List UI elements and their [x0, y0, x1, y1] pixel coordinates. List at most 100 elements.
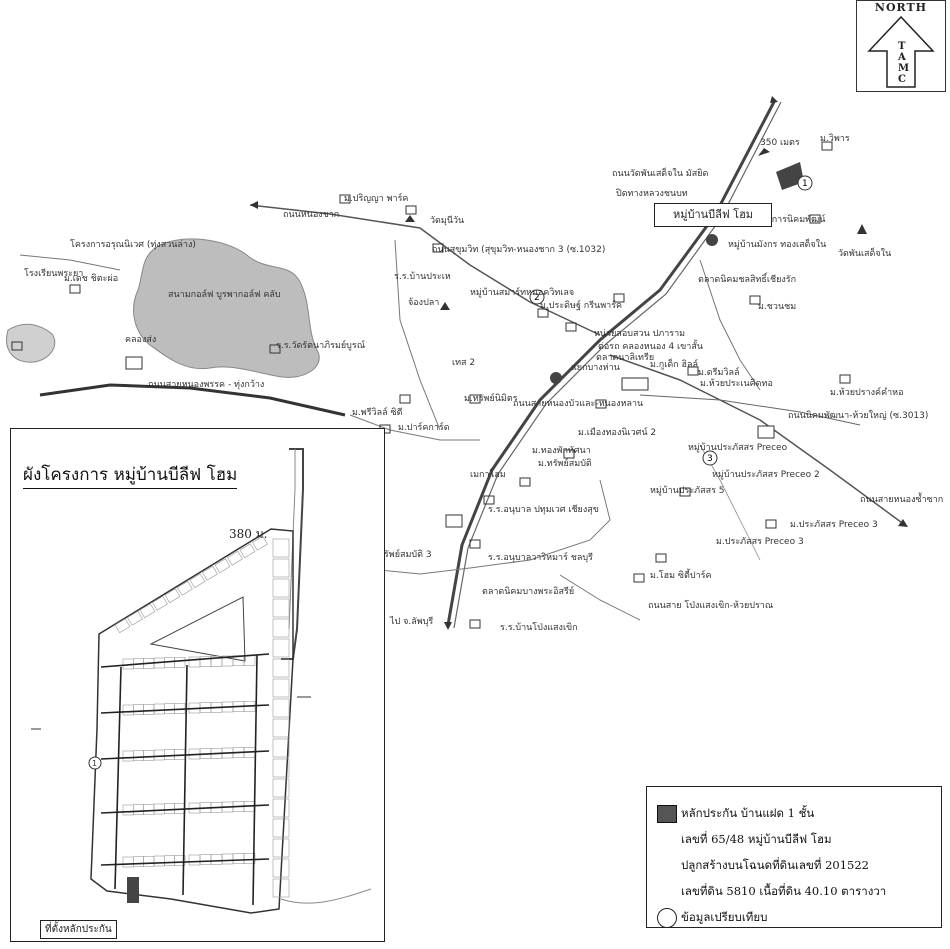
map-label: หมู่บ้านประภัสสร Preceo	[688, 443, 788, 453]
open-space-triangle	[149, 596, 246, 662]
lot	[189, 573, 206, 589]
map-label: หมู่บ้านสมาร์ทหมอควิทเลจ	[470, 288, 575, 298]
direction-arrow-northeast	[758, 148, 770, 156]
route-shield-3	[445, 514, 463, 528]
lot	[272, 558, 290, 578]
lot	[174, 854, 186, 866]
lot	[272, 578, 290, 598]
lot	[272, 838, 290, 858]
map-label: คลองส่ง	[125, 335, 157, 345]
comparison-marker-number: 2	[534, 293, 540, 303]
map-label: ม.วิพาร	[820, 134, 850, 144]
lot	[127, 610, 143, 626]
map-label: ร.ร.อนุบาล ปทุมเวศ เชียงสุข	[488, 505, 599, 515]
lot	[272, 878, 290, 898]
collateral-location-caption: ที่ตั้งหลักประกัน	[40, 920, 117, 939]
map-label: หมู่บ้านประภัสสร Preceo 2	[712, 470, 820, 480]
map-label: ตลาดนิคมบางพระอิสรีย์	[482, 587, 575, 597]
map-label: ม.โฮม ซิตี้ปาร์ค	[650, 571, 712, 581]
route-shield	[125, 356, 143, 370]
map-label: โรงเรียนพระยา	[24, 269, 84, 279]
map-label: ม.ห้วยประเนคิดทอ	[700, 379, 773, 389]
map-label: หมู่บ้านประภัสสร 5	[650, 486, 725, 496]
lot	[139, 603, 156, 619]
road-misc-6	[19, 254, 121, 271]
map-label: ร.ร.บ้านประเห	[394, 272, 451, 282]
lot	[272, 758, 290, 778]
route-shield-2	[757, 425, 775, 439]
lot	[243, 852, 256, 864]
lot	[272, 618, 290, 638]
road-misc-5	[349, 414, 480, 441]
lot	[153, 749, 165, 761]
map-label: ม.พรีวิลล์ ซิตี	[352, 408, 403, 418]
map-label: ถนนนิคมพัฒนา-ห้วยใหญ่ (ซ.3013)	[788, 411, 929, 421]
svg-text:1: 1	[92, 759, 97, 768]
comparison-marker	[702, 450, 718, 466]
subject-plot	[127, 877, 139, 903]
inset-marker-1	[88, 756, 102, 770]
highway-sukhumvit-parallel	[453, 101, 782, 629]
project-boundary	[90, 528, 294, 914]
fuel-station-icon	[706, 234, 718, 246]
lot	[122, 704, 134, 716]
road-nongchak	[249, 204, 601, 336]
lot	[272, 678, 290, 698]
lot	[221, 853, 234, 865]
map-label: ถนนสุขุมวิท (สุขุมวิท-หนองชาก 3 (ซ.1032)	[432, 245, 606, 255]
map-label: สนามกอล์ฟ บูรพากอล์ฟ คลับ	[168, 290, 281, 300]
legend-line-3: ปลูกสร้างบนโฉนดที่ดินเลขที่ 201522	[681, 858, 869, 872]
lot	[272, 818, 290, 838]
lot	[164, 803, 175, 815]
map-label: ร.ร.อนุบาลวาริหมาร์ ชลบุรี	[488, 553, 593, 563]
lot	[210, 853, 223, 865]
map-label: ม.ปาร์คการ์ด	[398, 423, 450, 433]
lot	[143, 749, 155, 761]
lot	[232, 853, 245, 865]
lot	[143, 703, 155, 715]
housing-lots	[114, 535, 290, 898]
lot	[143, 803, 155, 815]
map-label: ถนนสายหนองบัวและ-หนองหลาน	[513, 399, 644, 409]
lot	[243, 655, 256, 666]
subject-property-block	[776, 162, 804, 190]
direction-arrow-north	[770, 96, 778, 103]
tamc-letter-a: A	[898, 52, 906, 63]
map-label: ต่อรถ คลองหนอง 4 เขาสั้น	[598, 342, 703, 352]
map-label: วัดมุนีวัน	[430, 216, 465, 226]
lot	[114, 618, 131, 634]
lot	[188, 656, 201, 668]
map-label: ปิดทางหลวงชนบท	[616, 189, 688, 199]
lot	[164, 855, 175, 867]
road-misc-2	[379, 479, 611, 575]
road-east	[639, 394, 861, 426]
road-misc-1	[394, 239, 441, 431]
lot	[164, 588, 181, 604]
lot	[177, 580, 193, 596]
map-label: ม.ทรัพย์นิมิตร	[464, 394, 518, 404]
lot	[252, 535, 268, 551]
map-label: ม.ทรัพย์สมบัติ	[538, 459, 592, 469]
north-arrow-icon	[867, 15, 935, 88]
lot	[133, 804, 144, 816]
map-label: เมกาโฮม	[470, 470, 506, 480]
lot	[272, 798, 290, 818]
pond-west	[6, 323, 56, 363]
map-label: โครงการอรุณนิเวศ (ทุ่งสวนล่าง)	[70, 240, 196, 250]
lot	[164, 703, 175, 715]
comparison-markers: 123	[529, 175, 813, 466]
temple-icons	[405, 215, 867, 310]
road-misc-3	[559, 574, 641, 621]
lot	[133, 750, 144, 762]
direction-arrow-southeast	[898, 519, 908, 527]
north-arrow: NORTH T A M C	[856, 0, 946, 92]
lot	[227, 550, 243, 566]
side-curve	[280, 888, 372, 904]
map-label: หมู่บ้านมังกร ทองเสด็จใน	[728, 240, 827, 250]
lot	[164, 749, 175, 761]
map-label: แยกบางห่าน	[571, 363, 620, 373]
comparison-marker-number: 3	[707, 454, 713, 464]
map-label: ม.ทองพักทัศนา	[532, 446, 591, 456]
tamc-letter-m: M	[898, 63, 910, 74]
